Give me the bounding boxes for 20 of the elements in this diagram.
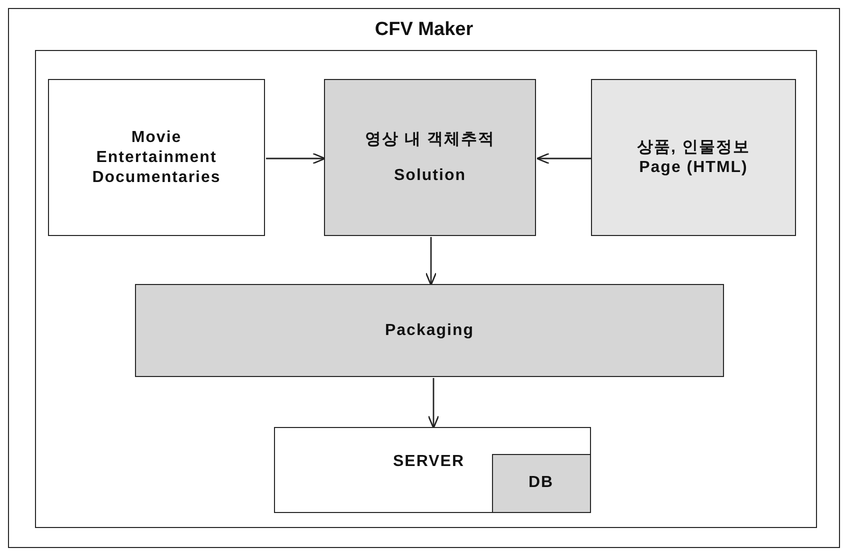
process-box bbox=[48, 79, 265, 236]
arrow bbox=[536, 152, 592, 164]
node-label: DB bbox=[527, 473, 555, 493]
server-box bbox=[274, 427, 591, 513]
arrow bbox=[428, 378, 440, 429]
process-box bbox=[135, 284, 724, 377]
inner-frame bbox=[34, 50, 816, 528]
node-label: SERVER bbox=[393, 452, 465, 472]
arrow bbox=[425, 237, 437, 286]
node-label: Movie Entertainment Documentaries bbox=[91, 128, 222, 188]
node-label: Packaging bbox=[384, 320, 476, 340]
node-label: 상품, 인물정보 Page (HTML) bbox=[636, 138, 751, 178]
node-label: 영상 내 객체추적 bbox=[364, 130, 496, 150]
database-box bbox=[492, 454, 590, 512]
system-frame bbox=[8, 8, 840, 548]
process-box bbox=[591, 79, 796, 236]
frame-label: CFV Maker bbox=[374, 19, 474, 41]
arrow bbox=[266, 152, 326, 164]
node-label: Solution bbox=[393, 166, 467, 186]
process-box bbox=[324, 79, 536, 236]
